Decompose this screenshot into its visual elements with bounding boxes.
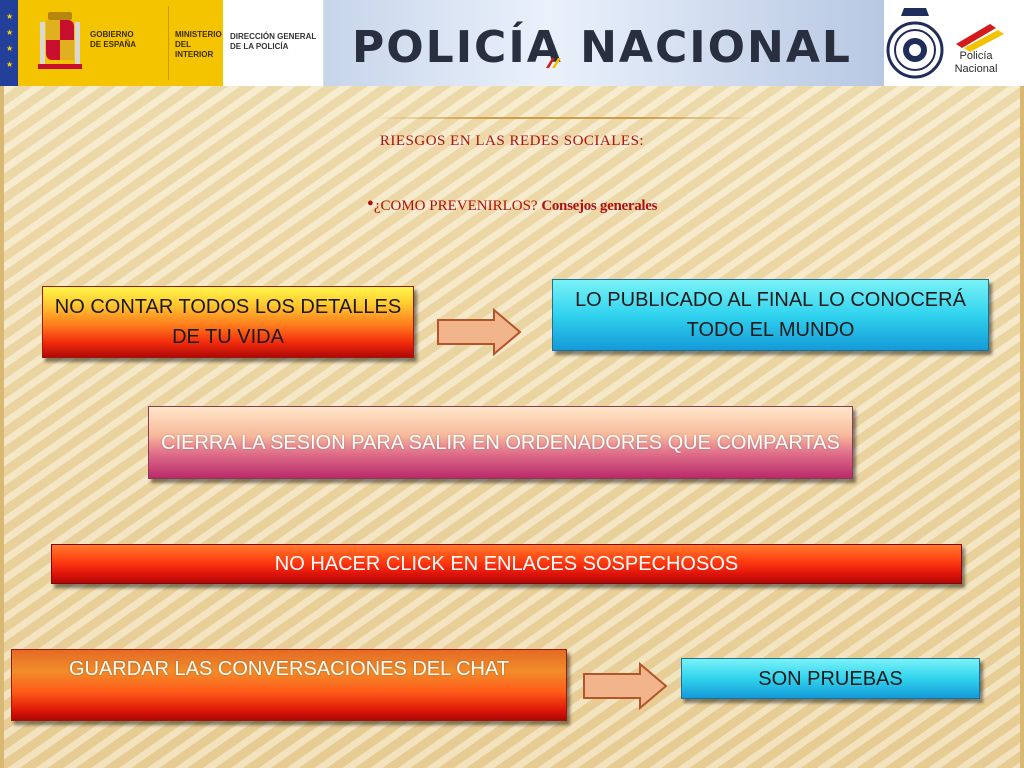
police-emblem-icon: [886, 8, 944, 79]
banner-title: POLICÍA NACIONAL: [352, 22, 852, 73]
star-icon: ★: [6, 44, 14, 53]
tip-text: NO HACER CLICK EN ENLACES SOSPECHOSOS: [274, 553, 739, 575]
tip-text: LO PUBLICADO AL FINAL LO CONOCERÁ TODO E…: [575, 289, 966, 341]
policia-nacional-banner: POLICÍA NACIONAL: [324, 0, 884, 86]
flag-mark-icon: [546, 58, 561, 68]
directorate-name: DIRECCIÓN GENERAL DE LA POLICÍA: [230, 32, 317, 51]
directorate-block: DIRECCIÓN GENERAL DE LA POLICÍA: [223, 0, 324, 86]
government-name: GOBIERNO DE ESPAÑA: [90, 30, 137, 49]
star-icon: ★: [6, 12, 14, 21]
tip-box-guardar: GUARDAR LAS CONVERSACIONES DEL CHAT: [11, 649, 567, 721]
frame-border: [0, 86, 4, 768]
ministry-name: MINISTERIO DEL INTERIOR: [175, 30, 222, 59]
tip-box-publicado: LO PUBLICADO AL FINAL LO CONOCERÁ TODO E…: [552, 279, 989, 351]
tip-box-enlaces: NO HACER CLICK EN ENLACES SOSPECHOSOS: [51, 544, 962, 584]
government-logo-block: GOBIERNO DE ESPAÑA MINISTERIO DEL INTERI…: [18, 0, 223, 86]
tip-text: CIERRA LA SESION PARA SALIR EN ORDENADOR…: [161, 431, 840, 454]
tip-text: NO CONTAR TODOS LOS DETALLES DE TU VIDA: [54, 296, 402, 348]
tip-box-cierra-sesion: CIERRA LA SESION PARA SALIR EN ORDENADOR…: [148, 406, 853, 479]
arrow-right-icon: [437, 308, 522, 356]
star-icon: ★: [6, 60, 14, 69]
slide-subtitle: •¿COMO PREVENIRLOS? Consejos generales: [0, 193, 1024, 216]
slide-title: RIESGOS EN LAS REDES SOCIALES:: [379, 133, 645, 149]
spain-coat-of-arms-icon: [38, 12, 82, 69]
policia-nacional-logo-text: Policía Nacional: [954, 50, 998, 75]
subtitle-bold: Consejos generales: [541, 198, 658, 214]
title-rule: [370, 117, 760, 119]
eu-flag-strip: ★ ★ ★ ★: [0, 0, 18, 86]
tip-box-pruebas: SON PRUEBAS: [681, 658, 980, 699]
header-banner: ★ ★ ★ ★ GOBIERNO DE ESPAÑA MINISTERIO: [0, 0, 1024, 86]
policia-nacional-logo-icon: [956, 24, 1004, 52]
divider: [168, 6, 169, 80]
tip-text: SON PRUEBAS: [758, 667, 903, 690]
frame-border: [1020, 86, 1024, 768]
bullet: •: [366, 193, 374, 215]
tip-box-no-contar: NO CONTAR TODOS LOS DETALLES DE TU VIDA: [42, 286, 414, 358]
subtitle-question: ¿COMO PREVENIRLOS?: [373, 198, 538, 214]
arrow-right-icon: [583, 662, 668, 710]
star-icon: ★: [6, 28, 14, 37]
tip-text: GUARDAR LAS CONVERSACIONES DEL CHAT: [68, 658, 510, 680]
